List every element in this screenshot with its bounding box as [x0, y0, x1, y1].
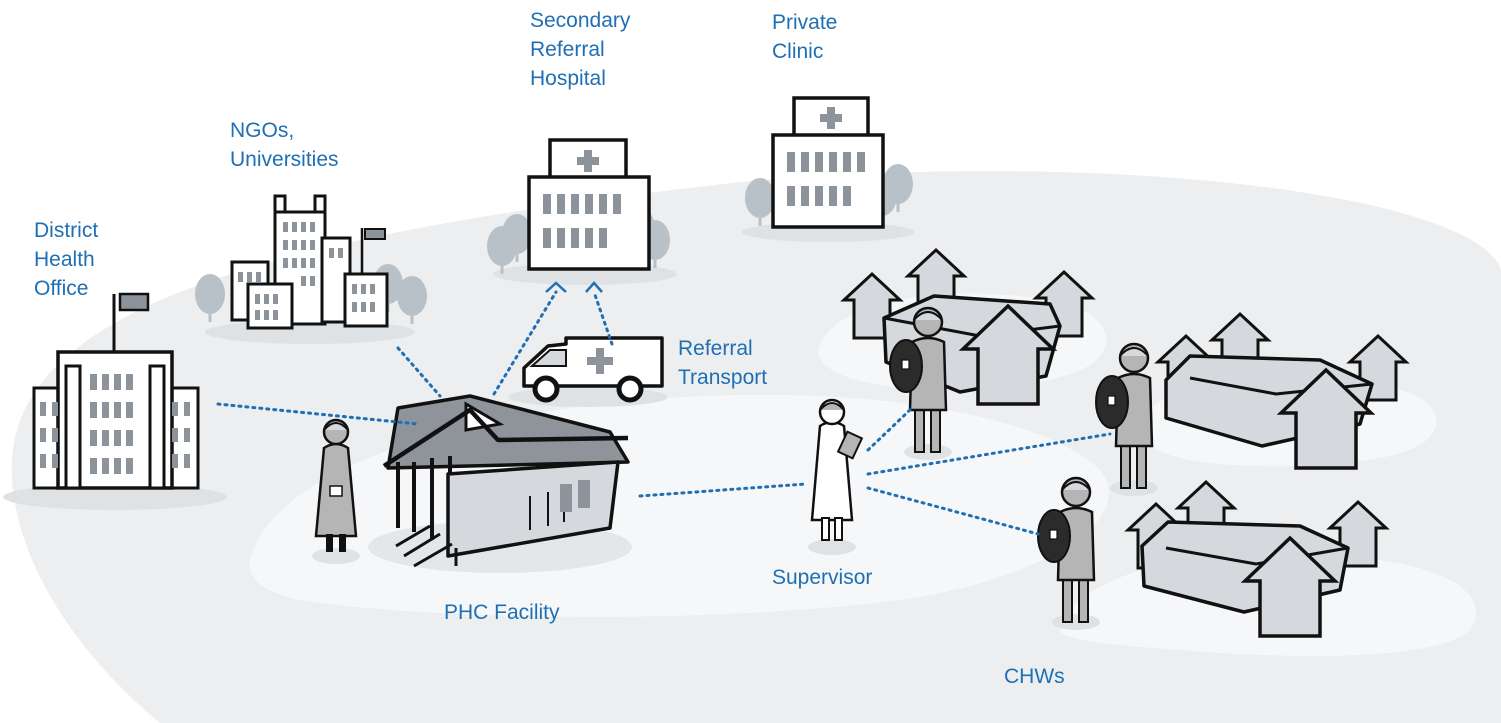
- label-private-clinic: Private Clinic: [772, 11, 838, 63]
- household-cluster-icon: [1156, 312, 1408, 470]
- phc-facility-icon: [382, 394, 630, 568]
- label-phc-facility: PHC Facility: [444, 601, 560, 624]
- label-ngos-universities: NGOs, Universities: [230, 119, 339, 171]
- label-secondary-referral-hospital: Secondary Referral Hospital: [530, 9, 631, 90]
- ngo-university-buildings-icon: [195, 194, 427, 330]
- label-district-health-office: District Health Office: [34, 219, 99, 300]
- label-referral-transport: Referral Transport: [678, 337, 768, 389]
- ambulance-icon: [522, 336, 664, 403]
- private-clinic-icon: [745, 96, 913, 229]
- health-worker-icon: [312, 418, 360, 564]
- hospital-icon: [487, 138, 670, 274]
- label-chws: CHWs: [1004, 665, 1065, 688]
- link-arrowheads: [545, 281, 603, 293]
- link-lines: [216, 290, 1112, 536]
- household-cluster-icon: [1126, 480, 1388, 638]
- district-office-icon: [32, 292, 200, 490]
- label-supervisor: Supervisor: [772, 566, 873, 589]
- supervisor-icon: [808, 398, 864, 555]
